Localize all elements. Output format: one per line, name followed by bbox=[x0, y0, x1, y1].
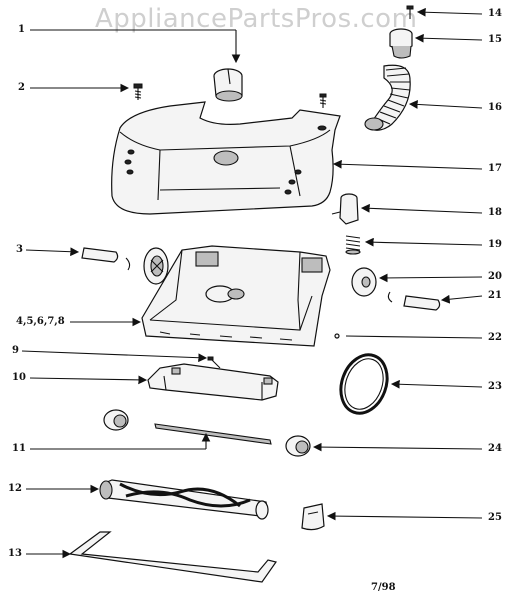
callout-12: 12 bbox=[8, 483, 22, 494]
part-19-spring bbox=[345, 235, 361, 255]
date-code: 7/98 bbox=[371, 582, 396, 593]
callout-9: 9 bbox=[12, 345, 19, 356]
callout-17: 17 bbox=[488, 163, 502, 174]
part-12-brushroll bbox=[99, 479, 269, 520]
watermark-text: AppliancePartsPros.com bbox=[95, 4, 418, 34]
part-3-axle-left bbox=[81, 247, 169, 285]
part-16-flexible-hose bbox=[364, 64, 411, 131]
part-11-shaft bbox=[154, 423, 272, 445]
part-13-bumper bbox=[68, 531, 277, 583]
part-25-belt-guard bbox=[301, 503, 325, 531]
part-4-8-base-chassis bbox=[141, 245, 331, 347]
part-23-belt bbox=[339, 353, 389, 415]
part-10-height-bracket bbox=[147, 363, 279, 401]
part-17-hood-cover bbox=[111, 101, 341, 215]
callout-11: 11 bbox=[12, 443, 26, 454]
callout-3: 3 bbox=[16, 244, 23, 255]
part-20-wheel bbox=[351, 267, 377, 297]
callout-2: 2 bbox=[18, 82, 25, 93]
callout-10: 10 bbox=[12, 372, 26, 383]
part-21-axle bbox=[387, 291, 441, 311]
part-22-pin bbox=[334, 333, 340, 339]
callout-16: 16 bbox=[488, 102, 502, 113]
callout-19: 19 bbox=[488, 239, 502, 250]
callout-18: 18 bbox=[488, 207, 502, 218]
callout-14: 14 bbox=[488, 8, 502, 19]
brushroll-end-cap-left bbox=[103, 409, 129, 431]
callout-1: 1 bbox=[18, 24, 25, 35]
callout-13: 13 bbox=[8, 548, 22, 559]
part-14-small-screw bbox=[406, 5, 414, 19]
callout-20: 20 bbox=[488, 271, 502, 282]
callout-25: 25 bbox=[488, 512, 502, 523]
part-9-screw bbox=[207, 356, 221, 369]
callout-4-8: 4,5,6,7,8 bbox=[16, 316, 65, 327]
callout-23: 23 bbox=[488, 381, 502, 392]
callout-21: 21 bbox=[488, 290, 502, 301]
part-15-hose-cuff bbox=[389, 28, 413, 59]
callout-22: 22 bbox=[488, 332, 502, 343]
part-24-end-cap bbox=[285, 435, 311, 457]
callout-15: 15 bbox=[488, 34, 502, 45]
callout-leaders bbox=[21, 7, 483, 559]
part-2-screw bbox=[133, 83, 143, 100]
hood-screw bbox=[319, 93, 327, 108]
callout-24: 24 bbox=[488, 443, 502, 454]
part-1-swivel-connector bbox=[213, 68, 243, 102]
part-18-release-pedal bbox=[331, 193, 359, 225]
